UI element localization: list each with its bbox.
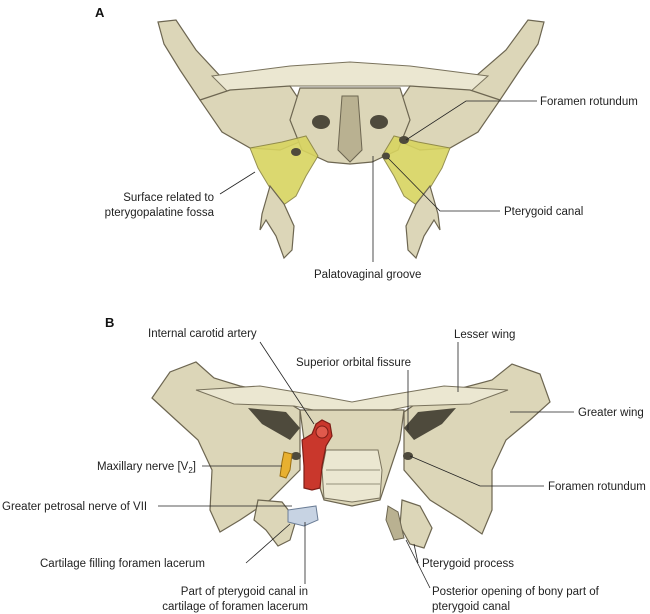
rostrum-a bbox=[337, 95, 363, 163]
carotid-lumen bbox=[315, 425, 329, 439]
cartilage-foramen-lacerum bbox=[287, 505, 319, 527]
right-sinus-opening-a bbox=[370, 115, 388, 129]
dorsum-sellae-b bbox=[321, 449, 383, 503]
label-greater-petrosal-nerve: Greater petrosal nerve of VII bbox=[2, 501, 147, 513]
right-superior-orbital-fissure bbox=[404, 408, 456, 440]
right-foramen-rotundum-a bbox=[399, 136, 409, 144]
leader-posterior-opening bbox=[405, 539, 431, 589]
label-cartilage-filling: Cartilage filling foramen lacerum bbox=[40, 558, 205, 570]
sphenoid-posterior-view bbox=[151, 361, 551, 549]
label-lesser-wing: Lesser wing bbox=[454, 329, 515, 341]
panel-a-letter: A bbox=[95, 5, 105, 20]
sphenoid-anterior-view bbox=[157, 19, 545, 260]
left-pterygoid-process-a bbox=[259, 184, 295, 260]
maxillary-nerve bbox=[279, 451, 293, 479]
leader-pterygoid-process bbox=[413, 543, 419, 564]
panel-a: A bbox=[95, 5, 638, 281]
left-sinus-opening-a bbox=[312, 115, 330, 129]
leader-cartilage-filling bbox=[245, 523, 291, 564]
panel-b-letter: B bbox=[105, 315, 114, 330]
right-pterygoid-process-b bbox=[399, 499, 433, 549]
left-pterygoid-process-b bbox=[253, 499, 297, 547]
label-posterior-line1: Posterior opening of bony part of bbox=[432, 586, 600, 598]
label-foramen-rotundum-b: Foramen rotundum bbox=[548, 481, 646, 493]
label-part-canal-line1: Part of pterygoid canal in bbox=[181, 586, 308, 598]
left-pterygopalatine-surface bbox=[249, 135, 319, 207]
leader-foramen-rotundum-b bbox=[409, 455, 544, 487]
right-pterygoid-process-a bbox=[405, 184, 441, 260]
leader-pterygoid-canal-a bbox=[387, 157, 500, 212]
leader-foramen-rotundum-a bbox=[405, 100, 537, 141]
leader-internal-carotid bbox=[259, 341, 315, 425]
label-foramen-rotundum-a: Foramen rotundum bbox=[540, 96, 638, 108]
label-palatovaginal-groove: Palatovaginal groove bbox=[314, 269, 421, 281]
label-pterygoid-process: Pterygoid process bbox=[422, 558, 514, 570]
label-superior-orbital-fissure: Superior orbital fissure bbox=[296, 357, 411, 369]
label-internal-carotid-artery: Internal carotid artery bbox=[148, 328, 257, 340]
panel-b: B bbox=[2, 315, 646, 613]
right-pterygoid-plate-b bbox=[385, 505, 405, 541]
right-pterygoid-canal-a bbox=[382, 152, 390, 160]
label-pterygoid-canal-a: Pterygoid canal bbox=[504, 206, 583, 218]
leader-surface-a bbox=[219, 171, 256, 195]
label-surface-line1: Surface related to bbox=[123, 192, 214, 204]
label-posterior-line2: pterygoid canal bbox=[432, 601, 510, 613]
label-part-canal-line2: cartilage of foramen lacerum bbox=[162, 601, 308, 613]
label-greater-wing: Greater wing bbox=[578, 407, 644, 419]
right-pterygopalatine-surface bbox=[381, 135, 451, 207]
left-superior-orbital-fissure bbox=[248, 408, 300, 440]
right-greater-wing-b bbox=[403, 363, 551, 535]
right-foramen-rotundum-b bbox=[403, 452, 413, 460]
label-maxillary-nerve: Maxillary nerve [V2] bbox=[97, 461, 196, 475]
lesser-wings-b bbox=[195, 385, 509, 419]
left-foramen-rotundum-a bbox=[291, 148, 301, 156]
label-surface-line2: pterygopalatine fossa bbox=[105, 207, 215, 219]
left-foramen-rotundum-b bbox=[291, 452, 301, 460]
